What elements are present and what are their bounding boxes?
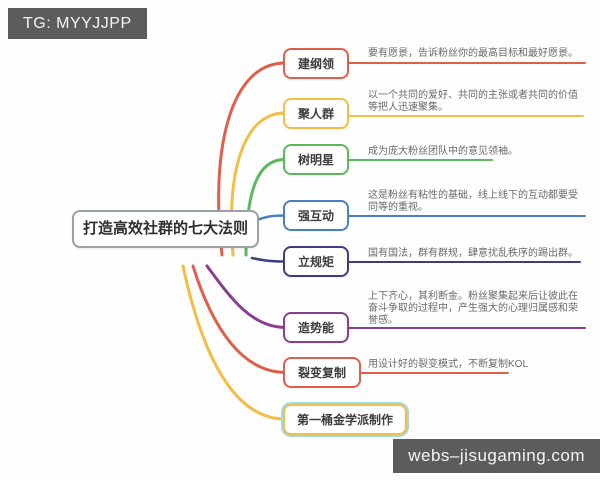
- branch-node-jiangangling[interactable]: 建纲领: [283, 48, 350, 79]
- watermark-badge-bottom-right: webs–jisugaming.com: [393, 439, 600, 473]
- branch-curve-5: [250, 256, 287, 263]
- watermark-badge-top-left: TG: MYYJJPP: [8, 8, 147, 39]
- branch-node-jurenqun[interactable]: 聚人群: [283, 98, 350, 129]
- branch-desc-7: 用设计好的裂变模式，不断复制KOL: [368, 359, 529, 370]
- branch-desc-1: 要有愿景，告诉粉丝你的最高目标和最好愿景。: [368, 48, 578, 59]
- branch-desc-3: 成为庞大粉丝团队中的意见领袖。: [368, 146, 518, 157]
- branch-desc-6: 上下齐心，其利断金。粉丝聚集起来后让彼此在奋斗争取的过程中，产生强大的心理归属感…: [368, 291, 578, 326]
- root-node[interactable]: 打造高效社群的七大法则: [72, 210, 259, 248]
- branch-desc-4: 这是粉丝有粘性的基础，线上线下的互动都要受同等的重视。: [368, 190, 578, 213]
- branch-desc-5: 国有国法，群有群规，肆意扰乱秩序的踢出群。: [368, 248, 578, 259]
- branch-node-zaoshineng[interactable]: 造势能: [283, 312, 350, 343]
- branch-curve-7: [191, 264, 287, 374]
- branch-curve-8: [181, 264, 287, 421]
- branch-node-shumingxing[interactable]: 树明星: [283, 144, 350, 175]
- branch-node-qianghudong[interactable]: 强互动: [283, 200, 350, 231]
- branch-desc-2: 以一个共同的爱好、共同的主张或者共同的价值等把人迅速聚集。: [368, 90, 578, 113]
- branch-curve-6: [205, 264, 287, 329]
- branch-node-liebianfuzhi[interactable]: 裂变复制: [283, 357, 362, 388]
- branch-node-diyitongjin[interactable]: 第一桶金学派制作: [283, 404, 408, 435]
- branch-node-liguiju[interactable]: 立规矩: [283, 246, 350, 277]
